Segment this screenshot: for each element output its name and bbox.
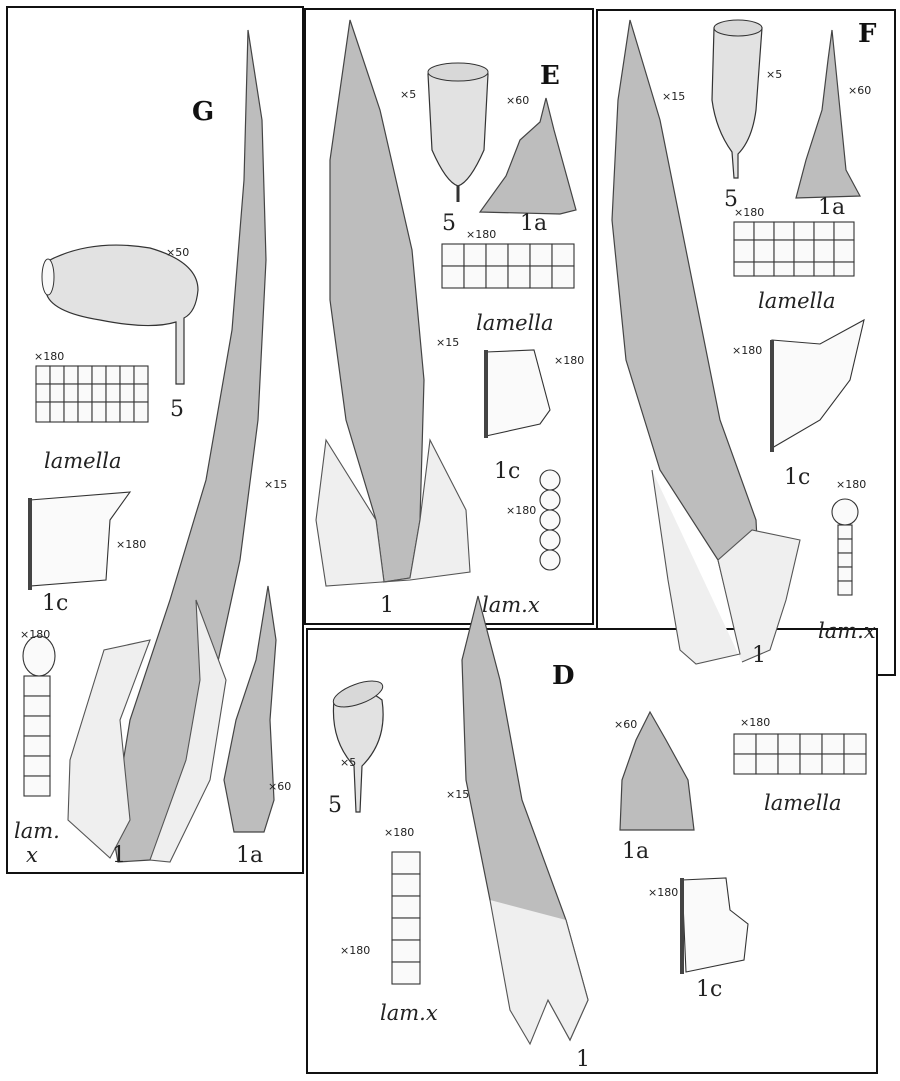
- panel-g-drawings: [22, 29, 277, 863]
- g-capsule-mouth: [41, 258, 55, 296]
- e-mag-1a: ×60: [506, 94, 529, 107]
- f-lamx-cells: [831, 498, 859, 596]
- d-1a-tip: [619, 710, 695, 831]
- e-panel-letter: E: [540, 61, 560, 91]
- g-label-lamella: lamella: [44, 449, 122, 473]
- f-capsule: [711, 27, 763, 179]
- g-label-capsule: 5: [170, 397, 184, 422]
- e-leaf-sheath: [315, 438, 471, 587]
- f-1a-tip: [795, 29, 861, 199]
- f-mag-1c: ×180: [732, 344, 762, 357]
- d-label-lamx: lam.x: [380, 1001, 438, 1025]
- panel-d: [306, 628, 878, 1074]
- g-mag-lamella: ×180: [34, 350, 64, 363]
- e-mag-1c: ×180: [554, 354, 584, 367]
- f-mag-leaf: ×15: [662, 90, 685, 103]
- g-mag-1a: ×60: [268, 780, 291, 793]
- d-label-lamella: lamella: [764, 791, 842, 815]
- g-mag-lamx: ×180: [20, 628, 50, 641]
- d-panel-letter: D: [552, 661, 575, 691]
- g-label-1c: 1c: [42, 591, 68, 616]
- g-label-lamx-2: x: [26, 843, 38, 867]
- g-mag-capsule: ×50: [166, 246, 189, 259]
- g-lamella-cells: [35, 365, 149, 423]
- d-mag-lamx-top: ×180: [384, 826, 414, 839]
- f-label-capsule: 5: [724, 187, 738, 212]
- d-label-1c: 1c: [696, 977, 722, 1002]
- f-label-1c: 1c: [784, 465, 810, 490]
- f-mag-lamx: ×180: [836, 478, 866, 491]
- g-leaf-1: [111, 29, 267, 863]
- d-mag-lamella: ×180: [740, 716, 770, 729]
- d-1c-cells: [681, 877, 749, 973]
- d-mag-1c: ×180: [648, 886, 678, 899]
- f-mag-lamella: ×180: [734, 206, 764, 219]
- e-label-1c: 1c: [494, 459, 520, 484]
- e-label-1a: 1a: [520, 211, 547, 236]
- d-mag-capsule: ×5: [340, 756, 356, 769]
- panel-f-drawings: [611, 19, 865, 665]
- d-lamella-cells: [733, 733, 867, 775]
- e-mag-lamx: ×180: [506, 504, 536, 517]
- e-label-lamx: lam.x: [482, 593, 540, 617]
- f-1c-cells: [771, 318, 865, 449]
- panel-e-drawings: [315, 19, 577, 587]
- g-panel-letter: G: [192, 97, 214, 127]
- g-leaf-sheath: [67, 639, 151, 859]
- e-mag-leaf: ×15: [436, 336, 459, 349]
- g-mag-leaf: ×15: [264, 478, 287, 491]
- e-label-leaf: 1: [380, 593, 394, 618]
- e-label-lamella: lamella: [476, 311, 554, 335]
- d-mag-1a: ×60: [614, 718, 637, 731]
- g-label-leaf: 1: [112, 843, 126, 868]
- d-label-1a: 1a: [622, 839, 649, 864]
- d-label-capsule: 5: [328, 793, 342, 818]
- d-leaf-sheath: [489, 899, 589, 1046]
- e-capsule: [427, 73, 489, 187]
- f-label-1a: 1a: [818, 195, 845, 220]
- e-label-capsule: 5: [442, 211, 456, 236]
- f-label-lamx: lam.x: [818, 619, 876, 643]
- e-mag-lamella: ×180: [466, 228, 496, 241]
- panel-d-drawings: [332, 595, 867, 1046]
- d-label-leaf: 1: [576, 1047, 590, 1072]
- e-1a-tip: [478, 97, 577, 215]
- g-label-1a: 1a: [236, 843, 263, 868]
- e-lamx-cells: [539, 469, 561, 571]
- g-lamx-cells: [22, 635, 56, 797]
- f-mag-1a: ×60: [848, 84, 871, 97]
- g-leaf-sheath-right: [149, 599, 227, 863]
- f-leaf-sheath: [651, 469, 801, 665]
- g-mag-1c: ×180: [116, 538, 146, 551]
- g-capsule: [45, 244, 199, 385]
- g-1a-tip: [223, 585, 277, 833]
- d-mag-lamx-side: ×180: [340, 944, 370, 957]
- e-mag-capsule: ×5: [400, 88, 416, 101]
- g-label-lamx-1: lam.: [14, 819, 60, 843]
- g-1c-cells: [29, 491, 132, 587]
- f-panel-letter: F: [858, 19, 877, 49]
- e-lamella-cells: [441, 243, 575, 289]
- f-label-lamella: lamella: [758, 289, 836, 313]
- f-lamella-cells: [733, 221, 855, 277]
- e-1c-cells: [485, 349, 551, 437]
- f-mag-capsule: ×5: [766, 68, 782, 81]
- f-label-leaf: 1: [752, 643, 766, 668]
- d-mag-leaf: ×15: [446, 788, 469, 801]
- d-lamx-cells: [391, 851, 421, 985]
